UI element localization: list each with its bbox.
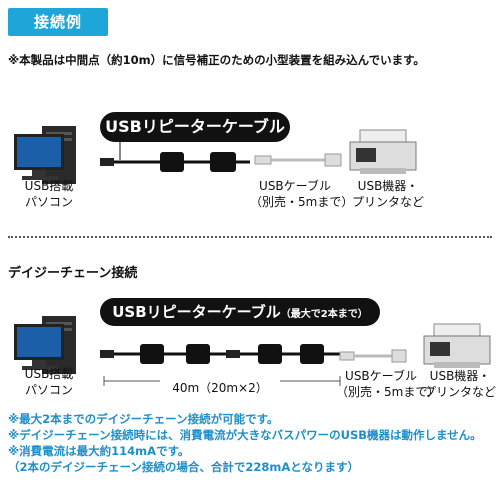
printer-icon (349, 129, 417, 174)
device-label-line2: プリンタなど (351, 195, 424, 209)
pc-label-2: USB搭載 パソコン (14, 366, 84, 398)
length-label: 40m（20m×2） (160, 380, 280, 396)
usb-cable-label-2-line2: （別売・5mまで） (336, 385, 440, 399)
intro-note: ※本製品は中間点（約10m）に信号補正のための小型装置を組み込んでいます。 (8, 53, 425, 67)
footnote-4: （2本のデイジーチェーン接続の場合、合計で228mAとなります） (8, 460, 359, 474)
cable-title-2: USBリピーターケーブル (112, 303, 281, 321)
usb-cable-label-2: USBケーブル （別売・5mまで） (336, 368, 440, 400)
pc-label-2-line1: USB搭載 (24, 367, 74, 381)
daisy-chain-cables-graphic (100, 344, 340, 364)
pc-label-line1: USB搭載 (24, 179, 74, 193)
usb-cable-graphic-2 (339, 349, 407, 363)
usb-cable-label: USBケーブル （別売・5mまで） (250, 178, 354, 210)
usb-cable-label-line1: USBケーブル (259, 179, 331, 193)
footnote-2: ※デイジーチェーン接続時には、消費電流が大きなバスパワーのUSB機器は動作しませ… (8, 428, 482, 442)
printer-icon-2 (423, 323, 491, 368)
footnote-1: ※最大2本までのデイジーチェーン接続が可能です。 (8, 412, 279, 426)
footnote-3: ※消費電流は最大約114mAです。 (8, 444, 190, 458)
usb-cable-graphic (254, 153, 342, 167)
usb-cable-label-2-line1: USBケーブル (345, 369, 417, 383)
section-tag: 接続例 (8, 8, 108, 36)
pc-icon-2 (14, 316, 76, 374)
device-label-2-line2: プリンタなど (424, 385, 497, 399)
daisy-chain-heading: デイジーチェーン接続 (8, 266, 138, 281)
pc-icon (14, 126, 76, 184)
pc-label-2-line2: パソコン (24, 383, 73, 397)
device-label: USB機器・ プリンタなど (348, 178, 428, 210)
cable-title-pill-2: USBリピーターケーブル（最大で2本まで） (100, 298, 380, 326)
cable-title-pill: USBリピーターケーブル (100, 112, 290, 142)
device-label-2: USB機器・ プリンタなど (424, 368, 496, 400)
device-label-line1: USB機器・ (357, 179, 419, 193)
cable-title-sub: （最大で2本まで） (280, 309, 368, 320)
pc-label-line2: パソコン (24, 195, 73, 209)
section-divider (8, 236, 492, 238)
device-label-2-line1: USB機器・ (429, 369, 491, 383)
repeater-cable-graphic (100, 140, 250, 172)
pc-label: USB搭載 パソコン (14, 178, 84, 210)
usb-cable-label-line2: （別売・5mまで） (250, 195, 354, 209)
